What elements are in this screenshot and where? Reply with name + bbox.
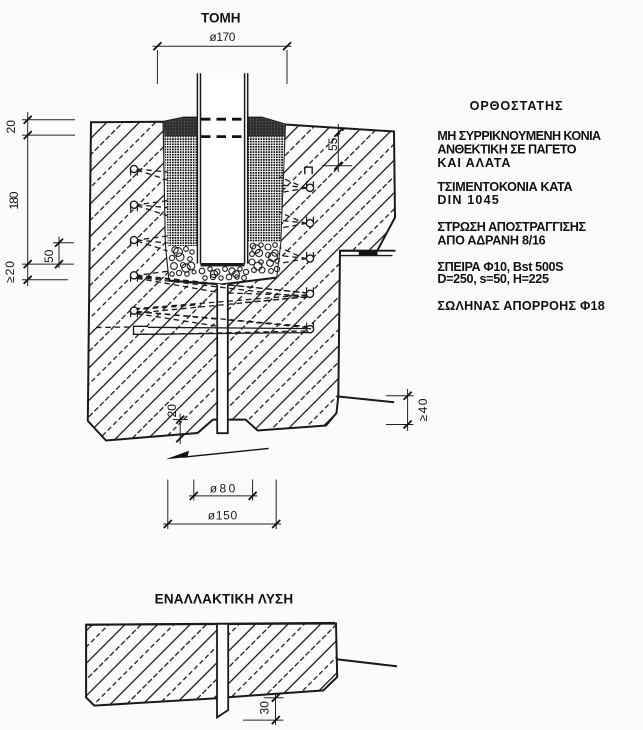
svg-text:ΣΩΛΗΝΑΣ ΑΠΟΡΡΟΗΣ Φ18: ΣΩΛΗΝΑΣ ΑΠΟΡΡΟΗΣ Φ18 [437,299,604,313]
svg-text:ΕΝΑΛΛΑΚΤΙΚΗ ΛΥΣΗ: ΕΝΑΛΛΑΚΤΙΚΗ ΛΥΣΗ [155,592,294,607]
svg-text:ΤΣΙΜΕΝΤΟΚΟΝΙΑ ΚΑΤΑ: ΤΣΙΜΕΝΤΟΚΟΝΙΑ ΚΑΤΑ [437,180,572,194]
svg-text:ΜΗ ΣΥΡΡΙΚΝΟΥΜΕΝΗ ΚΟΝΙΑ: ΜΗ ΣΥΡΡΙΚΝΟΥΜΕΝΗ ΚΟΝΙΑ [437,129,601,143]
svg-text:DIN 1045: DIN 1045 [437,193,498,207]
svg-text:ø170: ø170 [209,30,235,44]
svg-text:ΚΑΙ ΑΛΑΤΑ: ΚΑΙ ΑΛΑΤΑ [437,156,510,170]
svg-text:50: 50 [42,249,56,263]
svg-text:ΟΡΘΟΣΤΑΤΗΣ: ΟΡΘΟΣΤΑΤΗΣ [470,99,563,113]
svg-text:55: 55 [326,137,340,151]
svg-text:TOMH: TOMH [201,11,241,26]
svg-text:ΑΠΟ ΑΔΡΑΝΗ 8/16: ΑΠΟ ΑΔΡΑΝΗ 8/16 [437,233,545,247]
svg-text:≥20: ≥20 [3,261,17,283]
svg-text:20: 20 [165,404,179,418]
svg-text:ø80: ø80 [210,481,236,495]
svg-text:ΣΤΡΩΣΗ ΑΠΟΣΤΡΑΓΓΙΣΗΣ: ΣΤΡΩΣΗ ΑΠΟΣΤΡΑΓΓΙΣΗΣ [437,220,586,234]
svg-text:ø150: ø150 [208,509,238,523]
svg-text:≥40: ≥40 [416,398,430,421]
svg-text:180: 180 [7,191,21,209]
svg-text:30: 30 [258,701,272,715]
svg-text:D=250, s=50, H=225: D=250, s=50, H=225 [437,272,549,286]
svg-text:20: 20 [4,120,18,134]
svg-text:ΣΠΕΙΡΑ Φ10, Bst 500S: ΣΠΕΙΡΑ Φ10, Bst 500S [437,260,563,274]
svg-text:ΑΝΘΕΚΤΙΚΗ ΣΕ ΠΑΓΕΤΟ: ΑΝΘΕΚΤΙΚΗ ΣΕ ΠΑΓΕΤΟ [437,143,576,157]
